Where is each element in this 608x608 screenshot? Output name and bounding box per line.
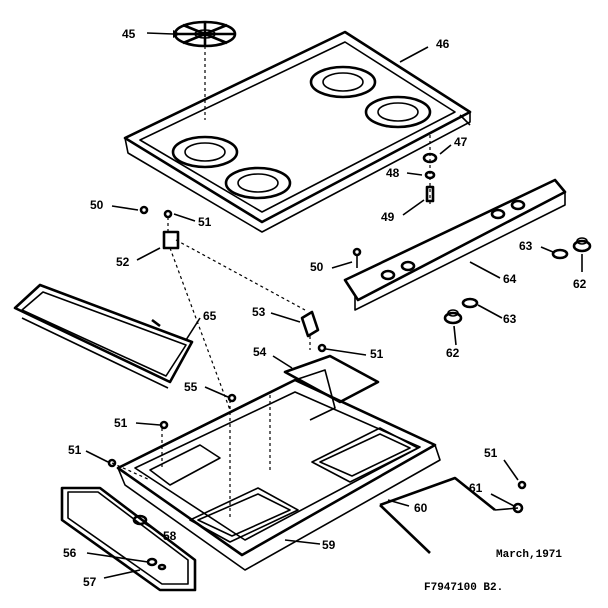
part-60-rod	[379, 476, 519, 554]
label-51-left: 51	[114, 416, 128, 430]
part-62-63	[443, 237, 592, 325]
drawing-code: F7947100 B2.	[424, 582, 503, 594]
label-50-right: 50	[310, 260, 324, 274]
label-46: 46	[436, 37, 450, 51]
label-64: 64	[503, 272, 517, 286]
callout-labels: 45 46 47 48 49 50 51 52 50 63 62 64 65 5…	[63, 27, 587, 589]
label-51-far-left: 51	[68, 443, 82, 457]
part-45-grate	[173, 20, 237, 120]
label-59: 59	[322, 538, 336, 552]
label-52: 52	[116, 255, 130, 269]
label-51-top: 51	[198, 215, 212, 229]
part-59-burner-box	[116, 354, 441, 571]
label-47: 47	[454, 135, 468, 149]
part-64-manifold	[343, 178, 567, 311]
label-50-top: 50	[90, 198, 104, 212]
label-63-bottom: 63	[503, 312, 517, 326]
label-63-top: 63	[519, 239, 533, 253]
label-56: 56	[63, 546, 77, 560]
part-50-51-52	[139, 205, 306, 411]
label-48: 48	[386, 166, 400, 180]
label-62-top: 62	[573, 277, 587, 291]
label-58: 58	[163, 529, 177, 543]
label-51-mid: 51	[370, 347, 384, 361]
drawing-date: March,1971	[496, 549, 562, 561]
part-47-48-49	[422, 135, 438, 205]
leader-arrows	[85, 30, 583, 579]
part-65-rack	[13, 283, 194, 389]
label-55: 55	[184, 380, 198, 394]
label-60: 60	[414, 501, 428, 515]
label-54: 54	[253, 345, 267, 359]
part-53-bracket	[300, 310, 320, 350]
part-46-cooktop	[123, 30, 472, 233]
label-62-bottom: 62	[446, 346, 460, 360]
label-49: 49	[381, 210, 395, 224]
label-53: 53	[252, 305, 266, 319]
label-61: 61	[469, 481, 483, 495]
label-65: 65	[203, 309, 217, 323]
label-45: 45	[122, 27, 136, 41]
label-57: 57	[83, 575, 97, 589]
label-51-right: 51	[484, 446, 498, 460]
